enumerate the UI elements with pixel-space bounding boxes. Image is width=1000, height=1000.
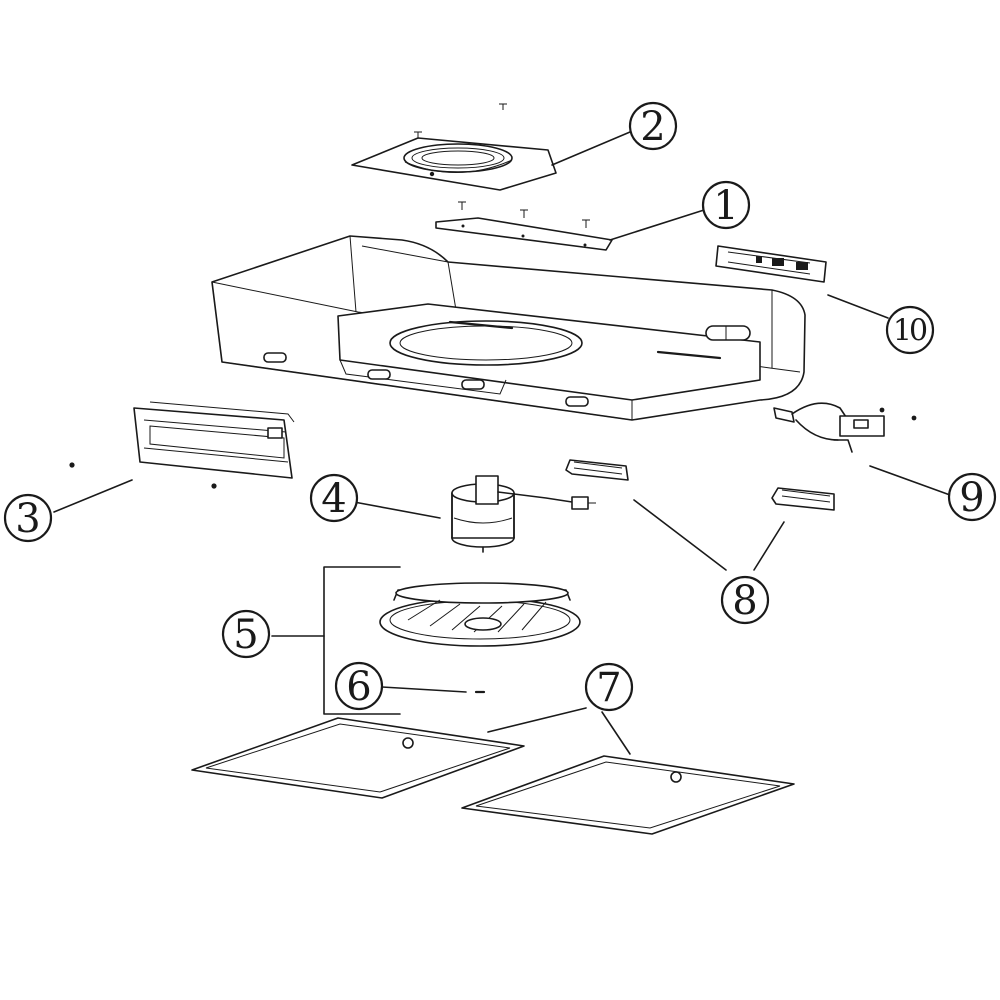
duct-collar-plate: [351, 137, 557, 191]
leader-lines: [53, 131, 951, 755]
light-socket-harness: [773, 402, 917, 453]
callout-1-label: 1: [713, 183, 738, 229]
callout-4: 4: [309, 473, 359, 523]
callout-6-label: 6: [346, 664, 371, 710]
callout-7-label: 7: [596, 665, 621, 711]
callout-10-label: 10: [893, 314, 927, 349]
light-bulb-right: [771, 487, 835, 511]
blower-motor: [451, 475, 596, 553]
callout-2-label: 2: [640, 104, 665, 150]
screw: [414, 103, 507, 138]
callout-5-label: 5: [233, 612, 258, 658]
grease-filter-left: [191, 717, 525, 799]
damper-vent-box: [69, 401, 295, 489]
callout-3: 3: [3, 493, 53, 543]
callout-5: 5: [221, 609, 271, 659]
callout-3-label: 3: [15, 496, 40, 542]
callout-8: 8: [720, 575, 770, 625]
callout-9: 9: [947, 472, 997, 522]
light-bulb-left: [565, 459, 629, 481]
grease-filter-right: [461, 755, 795, 835]
mounting-bracket: [435, 201, 613, 251]
callout-2: 2: [628, 101, 678, 151]
callout-4-label: 4: [321, 476, 346, 522]
callout-10: 10: [885, 305, 935, 355]
blower-wheel: [379, 582, 581, 647]
callout-1: 1: [701, 180, 751, 230]
control-switch-board: [715, 245, 827, 283]
callout-6: 6: [334, 661, 384, 711]
callout-8-label: 8: [732, 578, 757, 624]
hood-body: [211, 235, 806, 421]
callout-7: 7: [584, 662, 634, 712]
callout-9-label: 9: [959, 475, 984, 521]
